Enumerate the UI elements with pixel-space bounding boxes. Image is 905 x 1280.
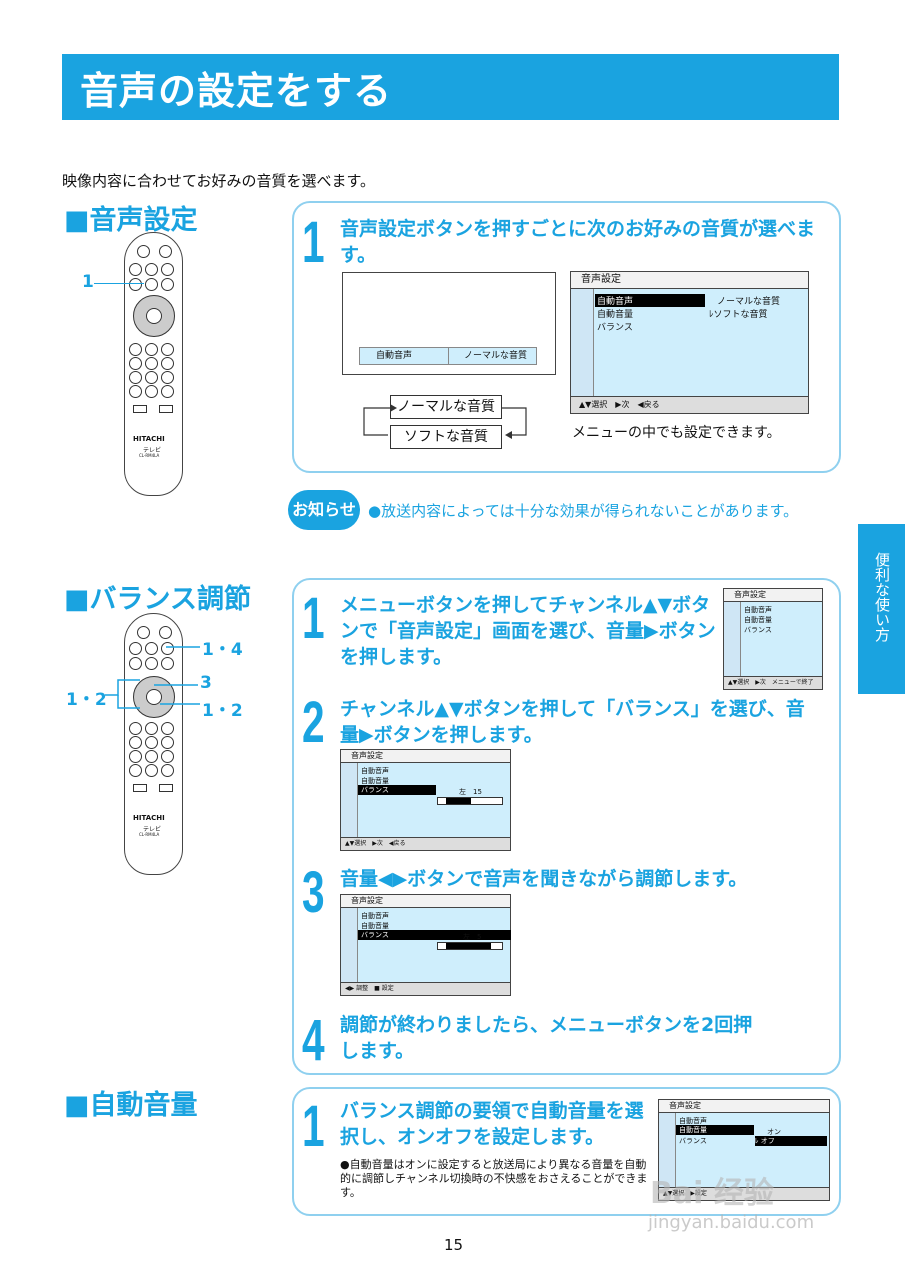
side-tab: 便利な使い方 [858, 524, 905, 694]
tv-screen: 自動音声 ノーマルな音質 [342, 272, 556, 375]
remote-callout: 1 [82, 272, 94, 292]
callout-line [94, 283, 144, 284]
tv-value: ノーマルな音質 [464, 351, 528, 361]
menu-screen-auto-volume: 音声設定 自動音声 自動音量 バランス オン ﾚ オフ ▲▼選択 ▶設定 [658, 1099, 830, 1201]
step-text: 音声設定ボタンを押すごとに次のお好みの音質が選べます。 [340, 218, 816, 266]
menu-item-auto-voice[interactable]: 自動音声 [679, 1117, 707, 1125]
menu-title: 音声設定 [724, 589, 822, 602]
side-tab-label: 便利な使い方 [873, 552, 891, 642]
notice-text: ●放送内容によっては十分な効果が得られないことがあります。 [368, 502, 799, 520]
menu-item-auto-volume[interactable]: 自動音量 [597, 310, 634, 320]
menu-item-auto-volume[interactable]: 自動音量 [744, 616, 772, 624]
menu-title: 音声設定 [341, 895, 510, 908]
step-number: 2 [302, 690, 325, 755]
cycle-soft: ソフトな音質 [390, 425, 502, 449]
page-title-bar: 音声の設定をする [62, 54, 839, 120]
menu-option-soft[interactable]: ﾚソフトな音質 [709, 310, 768, 320]
menu-item-balance[interactable]: バランス [358, 785, 436, 795]
remote-brand: HITACHI [133, 814, 165, 822]
remote-brand: HITACHI [133, 435, 165, 443]
callout-1-4: 1・4 [202, 640, 243, 660]
remote-model-code: CL-RM4LA [139, 832, 160, 837]
remote-model: テレビ [143, 826, 162, 833]
menu-footer: ◀▶ 調整 ■ 設定 [341, 982, 510, 995]
step-text: 音量◀▶ボタンで音声を聞きながら調節します。 [340, 868, 748, 890]
section-heading-balance: ■バランス調節 [64, 584, 251, 615]
step-text: 調節が終わりましたら、メニューボタンを2回押します。 [340, 1014, 753, 1062]
callout-3: 3 [200, 673, 212, 693]
menu-screen: 音声設定 自動音声 自動音量 バランス ノーマルな音質 ﾚソフトな音質 ▲▼選択… [570, 271, 809, 414]
balance-bar[interactable] [437, 942, 503, 950]
option-on[interactable]: オン [767, 1128, 781, 1136]
callout-lines [105, 646, 200, 709]
step-text: メニューボタンを押してチャンネル▲▼ボタンで「音声設定」画面を選び、音量▶ボタン… [340, 594, 716, 668]
section-heading-auto-volume: ■自動音量 [64, 1090, 198, 1121]
tv-label: 自動音声 [376, 351, 413, 361]
remote-model-code: CL-RM4LA [139, 453, 160, 458]
menu-title: 音声設定 [659, 1100, 829, 1113]
menu-item-auto-volume[interactable]: 自動音量 [361, 777, 389, 785]
step-number: 3 [302, 860, 325, 925]
option-off[interactable]: ﾚ オフ [755, 1136, 827, 1146]
step-number: 1 [302, 1094, 325, 1159]
step-text: バランス調節の要領で自動音量を選択し、オンオフを設定します。 [340, 1100, 644, 1148]
notice-badge: お知らせ [288, 490, 360, 530]
callout-1-2-right: 1・2 [202, 701, 243, 721]
watermark-url: jingyan.baidu.com [648, 1212, 815, 1233]
balance-value: 左 15 [459, 788, 482, 796]
menu-screen-balance: 音声設定 自動音声 自動音量 バランス 左 15 ▲▼選択 ▶次 ◀戻る [340, 749, 511, 851]
menu-item-auto-voice[interactable]: 自動音声 [595, 294, 705, 307]
remote-control-2: HITACHI テレビ CL-RM4LA [124, 613, 183, 875]
menu-screen-adjust: 音声設定 自動音声 自動音量 バランス 左 5 ◀▶ 調整 ■ 設定 [340, 894, 511, 996]
page-number: 15 [444, 1236, 464, 1254]
menu-option-normal[interactable]: ノーマルな音質 [717, 297, 781, 307]
auto-volume-note: ●自動音量はオンに設定すると放送局により異なる音量を自動的に調節しチャンネル切換… [340, 1158, 648, 1199]
remote-control: HITACHI テレビ CL-RM4LA [124, 232, 183, 496]
menu-footer: ▲▼選択 ▶次 ◀戻る [341, 837, 510, 850]
section-heading-sound: ■音声設定 [64, 205, 198, 236]
menu-item-balance[interactable]: バランス [679, 1137, 707, 1145]
remote-model: テレビ [143, 447, 162, 454]
menu-footer: ▲▼選択 ▶次 メニューで終了 [724, 676, 822, 689]
menu-screen-small: 音声設定 自動音声 自動音量 バランス ▲▼選択 ▶次 メニューで終了 [723, 588, 823, 690]
page-title: 音声の設定をする [80, 69, 393, 113]
step-number: 4 [302, 1008, 325, 1073]
menu-item-auto-volume[interactable]: 自動音量 [361, 922, 389, 930]
watermark-logo: Bai 经验 [650, 1176, 774, 1211]
intro-text: 映像内容に合わせてお好みの音質を選べます。 [62, 172, 376, 190]
menu-item-auto-voice[interactable]: 自動音声 [361, 767, 389, 775]
balance-value: 左 5 [463, 933, 482, 941]
menu-note: メニューの中でも設定できます。 [572, 425, 781, 441]
menu-title: 音声設定 [571, 272, 808, 289]
step-number: 1 [302, 210, 325, 275]
menu-item-auto-voice[interactable]: 自動音声 [744, 606, 772, 614]
menu-item-balance[interactable]: バランス [744, 626, 772, 634]
menu-item-auto-voice[interactable]: 自動音声 [361, 912, 389, 920]
step-text: チャンネル▲▼ボタンを押して「バランス」を選び、音量▶ボタンを押します。 [340, 698, 805, 746]
callout-1-2-left: 1・2 [66, 690, 107, 710]
step-number: 1 [302, 586, 325, 651]
menu-item-balance[interactable]: バランス [597, 323, 633, 333]
menu-title: 音声設定 [341, 750, 510, 763]
menu-item-balance[interactable]: バランス [358, 930, 511, 940]
menu-footer: ▲▼選択 ▶次 ◀戻る [571, 396, 808, 413]
cycle-arrows [363, 404, 527, 439]
menu-item-auto-volume[interactable]: 自動音量 [676, 1125, 754, 1135]
menu-footer: ▲▼選択 ▶設定 [659, 1187, 829, 1200]
balance-bar[interactable] [437, 797, 503, 805]
